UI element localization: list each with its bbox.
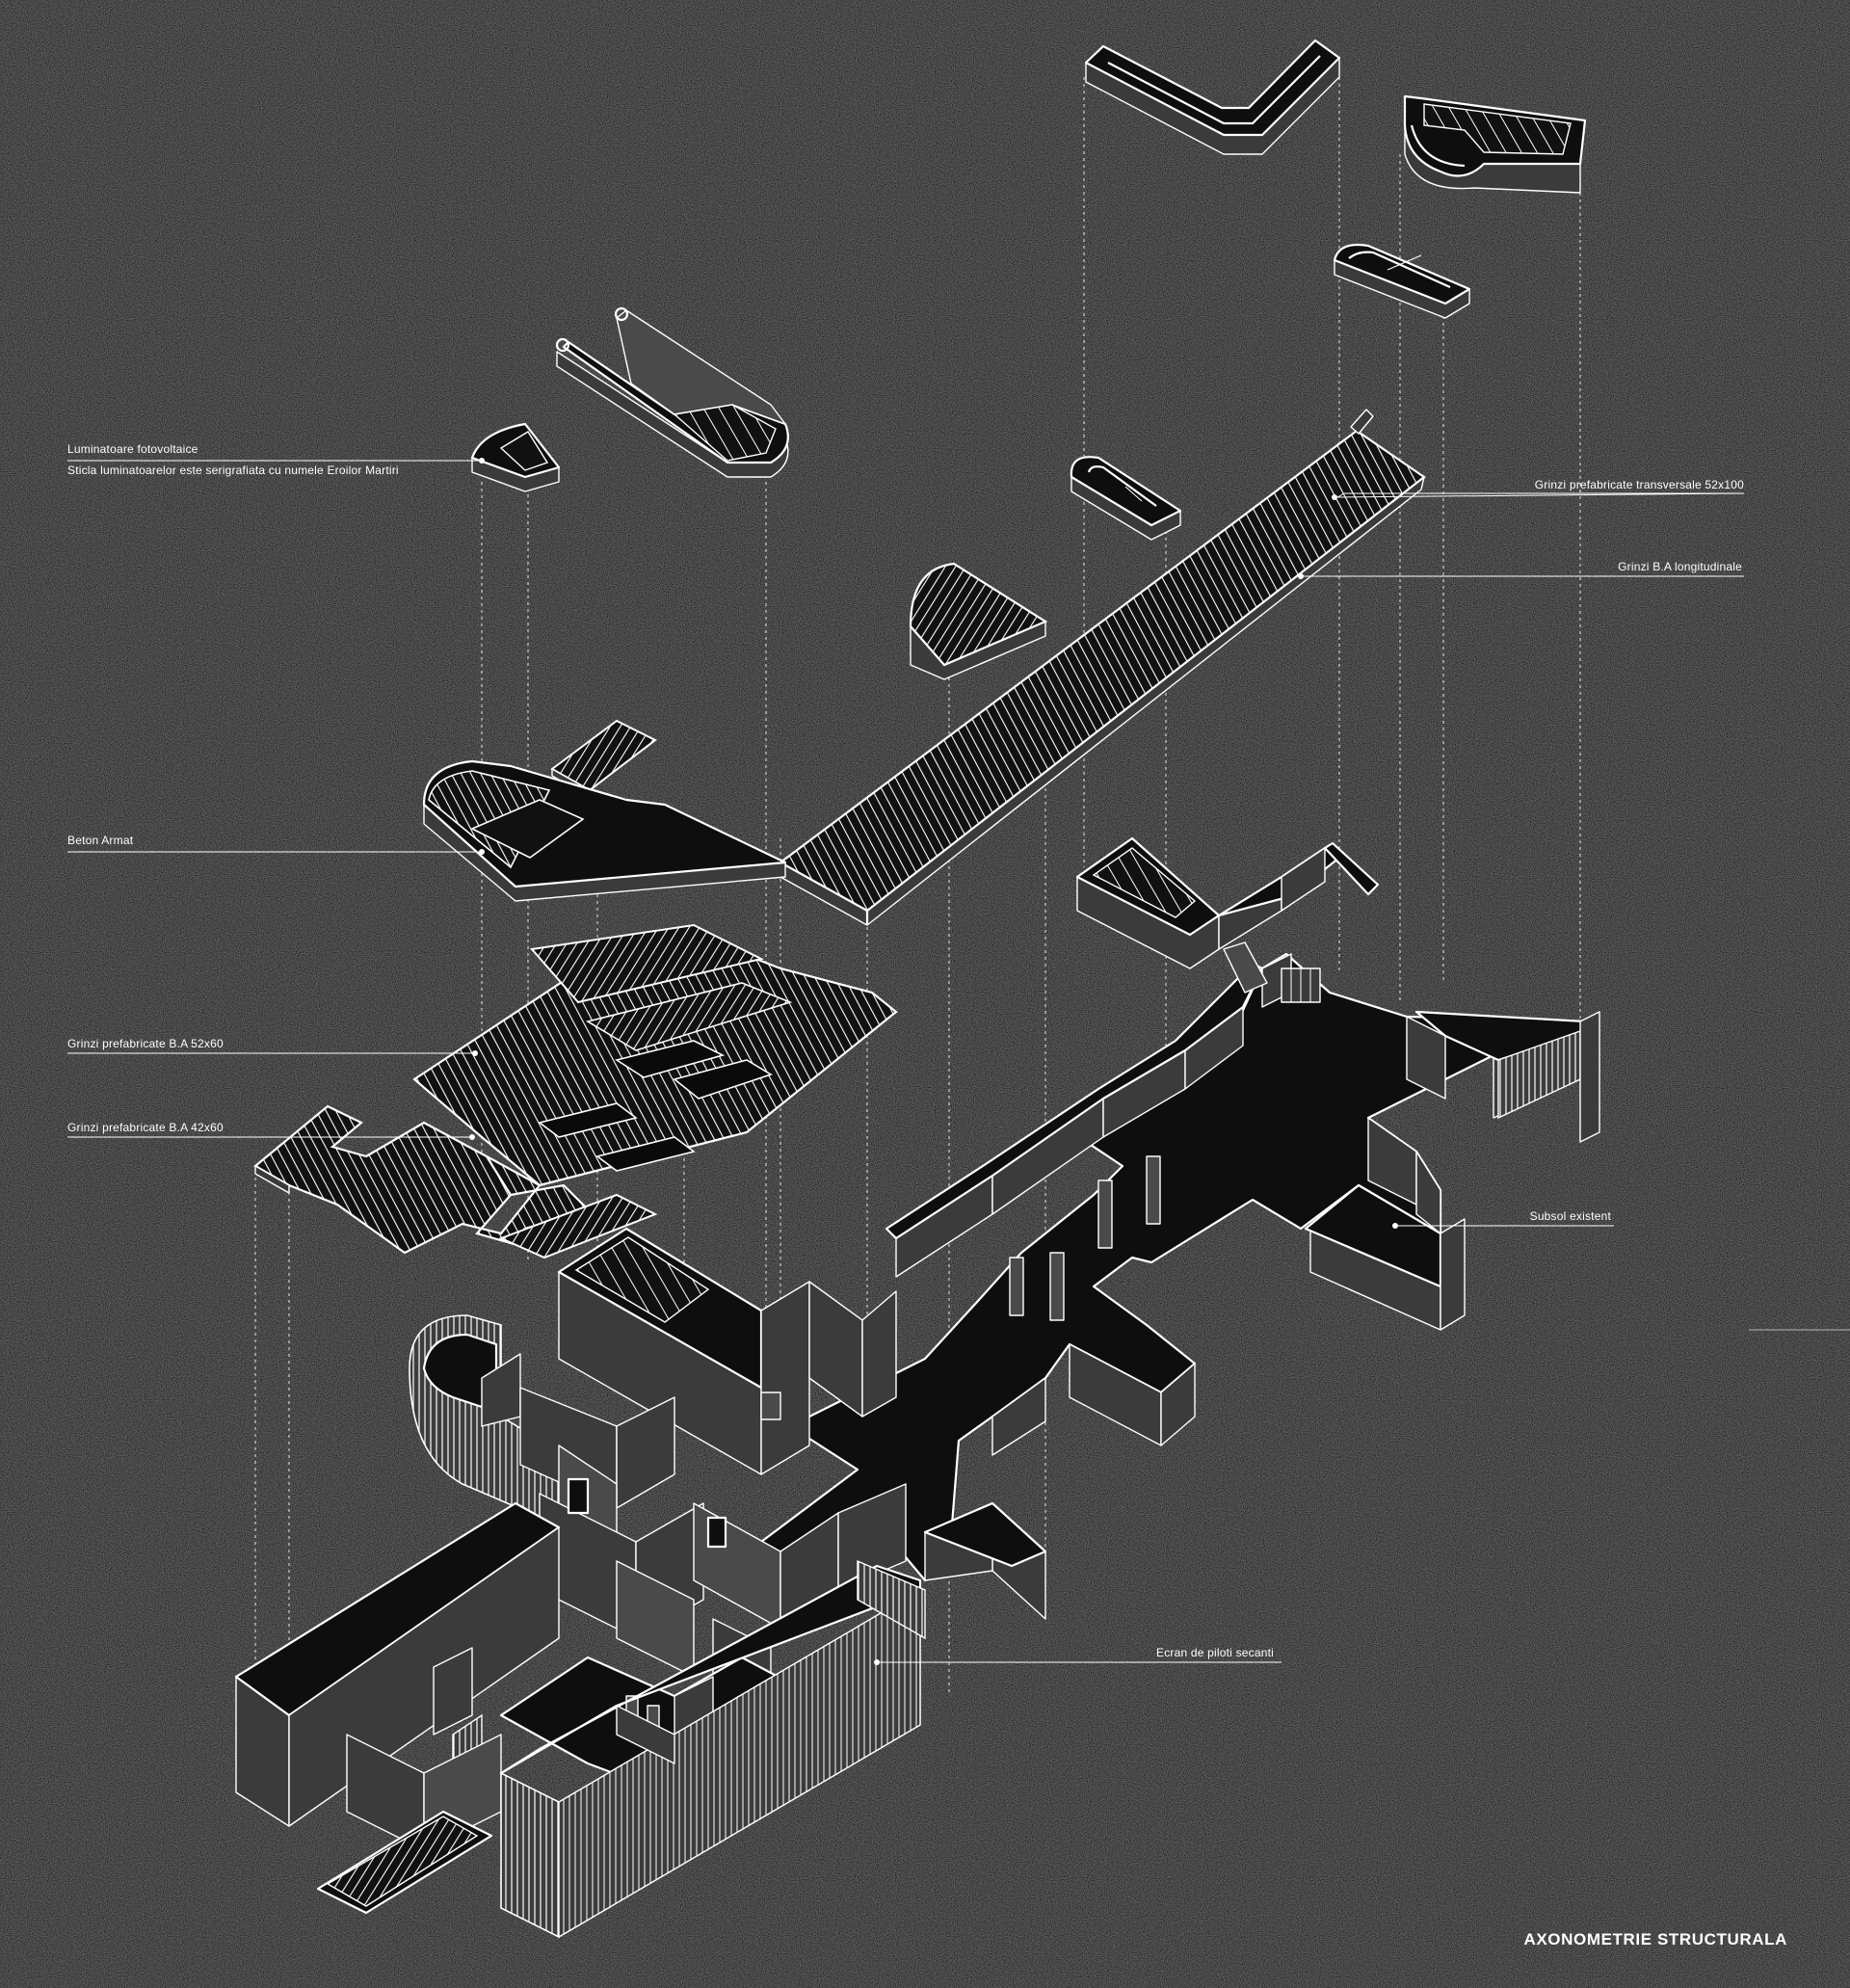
label-grinzi-transversale: Grinzi prefabricate transversale 52x100 [1535,478,1744,491]
skylight-v-piece [1084,39,1341,155]
leaders [67,458,1850,1665]
label-ecran: Ecran de piloti secanti [1156,1646,1274,1659]
label-subsol: Subsol existent [1530,1209,1612,1223]
labels: Luminatoare fotovoltaice Sticla luminato… [67,442,1787,1948]
skylight-pod-right [1333,243,1471,319]
label-sticla: Sticla luminatoarelor este serigrafiata … [67,464,399,477]
label-grinzi-52: Grinzi prefabricate B.A 52x60 [67,1037,224,1050]
skylight-leaf-piece [909,562,1048,680]
skylight-pod-middle [1070,456,1182,541]
skylight-u-piece [555,306,789,478]
label-grinzi-42: Grinzi prefabricate B.A 42x60 [67,1121,224,1134]
basement-right-wing [1304,1010,1600,1331]
curved-retaining-wall [409,1314,598,1544]
label-grinzi-longitudinale: Grinzi B.A longitudinale [1618,560,1742,573]
basement-right-arm [1075,836,1380,969]
basement-left-block [557,1227,897,1475]
prefab-beams-42x60 [253,1104,658,1259]
skylight-plate-right [1403,94,1587,194]
basement-lower-arm [923,1343,1196,1620]
drawing-title: AXONOMETRIE STRUCTURALA [1523,1930,1787,1948]
label-luminatoare: Luminatoare fotovoltaice [67,442,198,456]
label-beton: Beton Armat [67,834,134,847]
concrete-slab [422,759,787,902]
skylight-d-piece [470,422,561,492]
basement-bottom-block [316,1559,926,1939]
basement-rooms [519,1387,907,1726]
prefab-beams-52x60 [412,923,898,1187]
